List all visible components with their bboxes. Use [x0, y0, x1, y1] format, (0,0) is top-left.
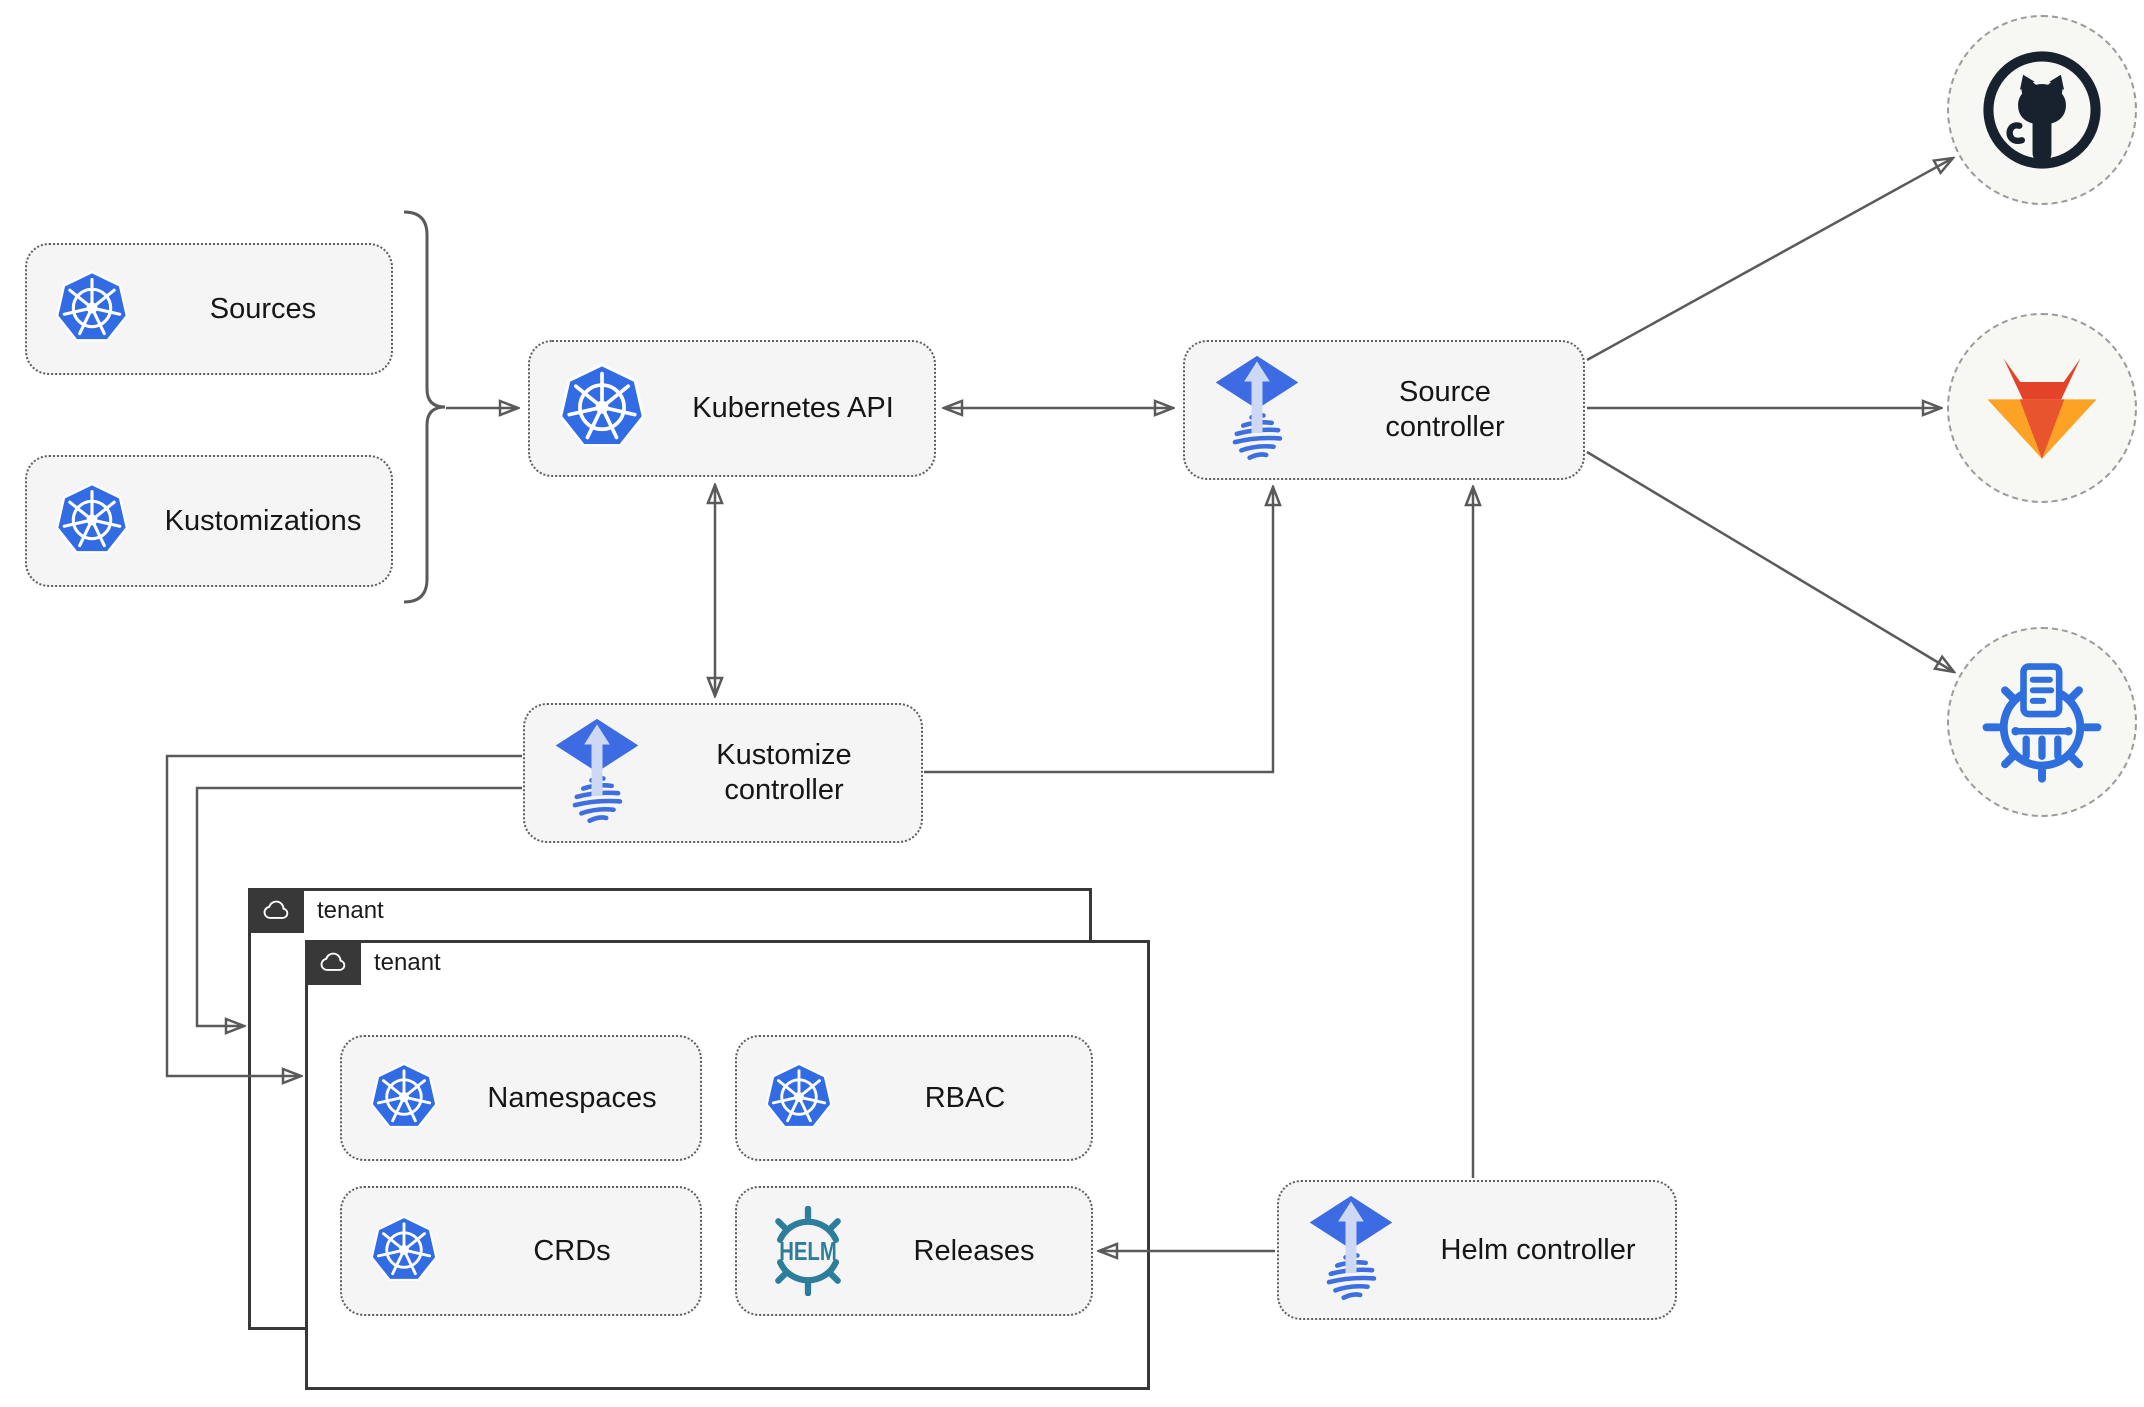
- edge-source-controller-to-chartmuseum: [1586, 450, 1954, 672]
- node-releases-label: Releases: [913, 1234, 1035, 1267]
- node-kustomizations-label: Kustomizations: [164, 504, 362, 537]
- gitlab-icon: [1987, 358, 2097, 459]
- helm-icon: HELM: [775, 1206, 841, 1296]
- node-label-container: Kustomize controller: [663, 738, 905, 808]
- remote-chartmuseum: [1947, 627, 2137, 817]
- remote-gitlab: [1947, 313, 2137, 503]
- node-helm-controller: Helm controller: [1277, 1180, 1677, 1320]
- node-rbac-label: RBAC: [924, 1081, 1006, 1114]
- node-namespaces-label: Namespaces: [487, 1081, 657, 1114]
- node-kustomize-controller: Kustomize controller: [523, 703, 923, 843]
- flux-icon: [1305, 1194, 1397, 1306]
- kubernetes-icon: [763, 1061, 835, 1136]
- node-label-container: Helm controller: [1417, 1233, 1659, 1268]
- node-crds-label: CRDs: [533, 1234, 611, 1267]
- node-kubernetes-api-label: Kubernetes API: [692, 392, 894, 425]
- node-source-controller: Source controller: [1183, 340, 1585, 480]
- node-label-container: Source controller: [1323, 375, 1567, 445]
- tenant-tab: [248, 888, 304, 933]
- flux-icon: [551, 717, 643, 829]
- node-sources-label: Sources: [209, 292, 317, 325]
- tenant-outer-label: tenant: [317, 896, 384, 924]
- cloud-icon: [261, 896, 291, 926]
- remote-github: [1947, 15, 2137, 205]
- tenant-boundary-inner: tenant: [305, 940, 1150, 1390]
- node-kustomizations: Kustomizations: [25, 455, 393, 587]
- helm-wordmark: HELM: [779, 1236, 837, 1266]
- node-sources: Sources: [25, 243, 393, 375]
- edge-source-controller-to-github: [1586, 158, 1953, 362]
- node-label-container: Sources: [151, 292, 375, 327]
- kubernetes-icon: [368, 1214, 440, 1289]
- node-kustomize-controller-label: Kustomize controller: [716, 739, 852, 806]
- flux-icon: [1211, 354, 1303, 466]
- kubernetes-icon: [368, 1061, 440, 1136]
- node-crds: CRDs: [340, 1186, 702, 1316]
- kubernetes-icon: [53, 269, 131, 350]
- node-kubernetes-api: Kubernetes API: [528, 340, 936, 477]
- node-rbac: RBAC: [735, 1035, 1093, 1161]
- node-label-container: Releases: [873, 1234, 1075, 1269]
- tenant-inner-label: tenant: [374, 948, 441, 976]
- edge-bracket: [403, 210, 446, 604]
- node-namespaces: Namespaces: [340, 1035, 702, 1161]
- node-helm-controller-label: Helm controller: [1440, 1233, 1636, 1266]
- github-icon: [1983, 51, 2101, 169]
- node-label-container: Kustomizations: [151, 504, 375, 539]
- node-source-controller-label: Source controller: [1385, 376, 1505, 443]
- kubernetes-icon: [556, 361, 648, 457]
- edge-kustomize-to-source-controller: [924, 487, 1273, 774]
- cloud-icon: [318, 948, 348, 978]
- node-label-container: Kubernetes API: [668, 391, 918, 426]
- kubernetes-icon: [53, 481, 131, 562]
- tenant-tab: [305, 940, 361, 985]
- node-label-container: Namespaces: [460, 1081, 684, 1116]
- node-label-container: RBAC: [855, 1081, 1075, 1116]
- node-label-container: CRDs: [460, 1234, 684, 1269]
- chartmuseum-icon: [1982, 663, 2102, 783]
- node-releases: HELM Releases: [735, 1186, 1093, 1316]
